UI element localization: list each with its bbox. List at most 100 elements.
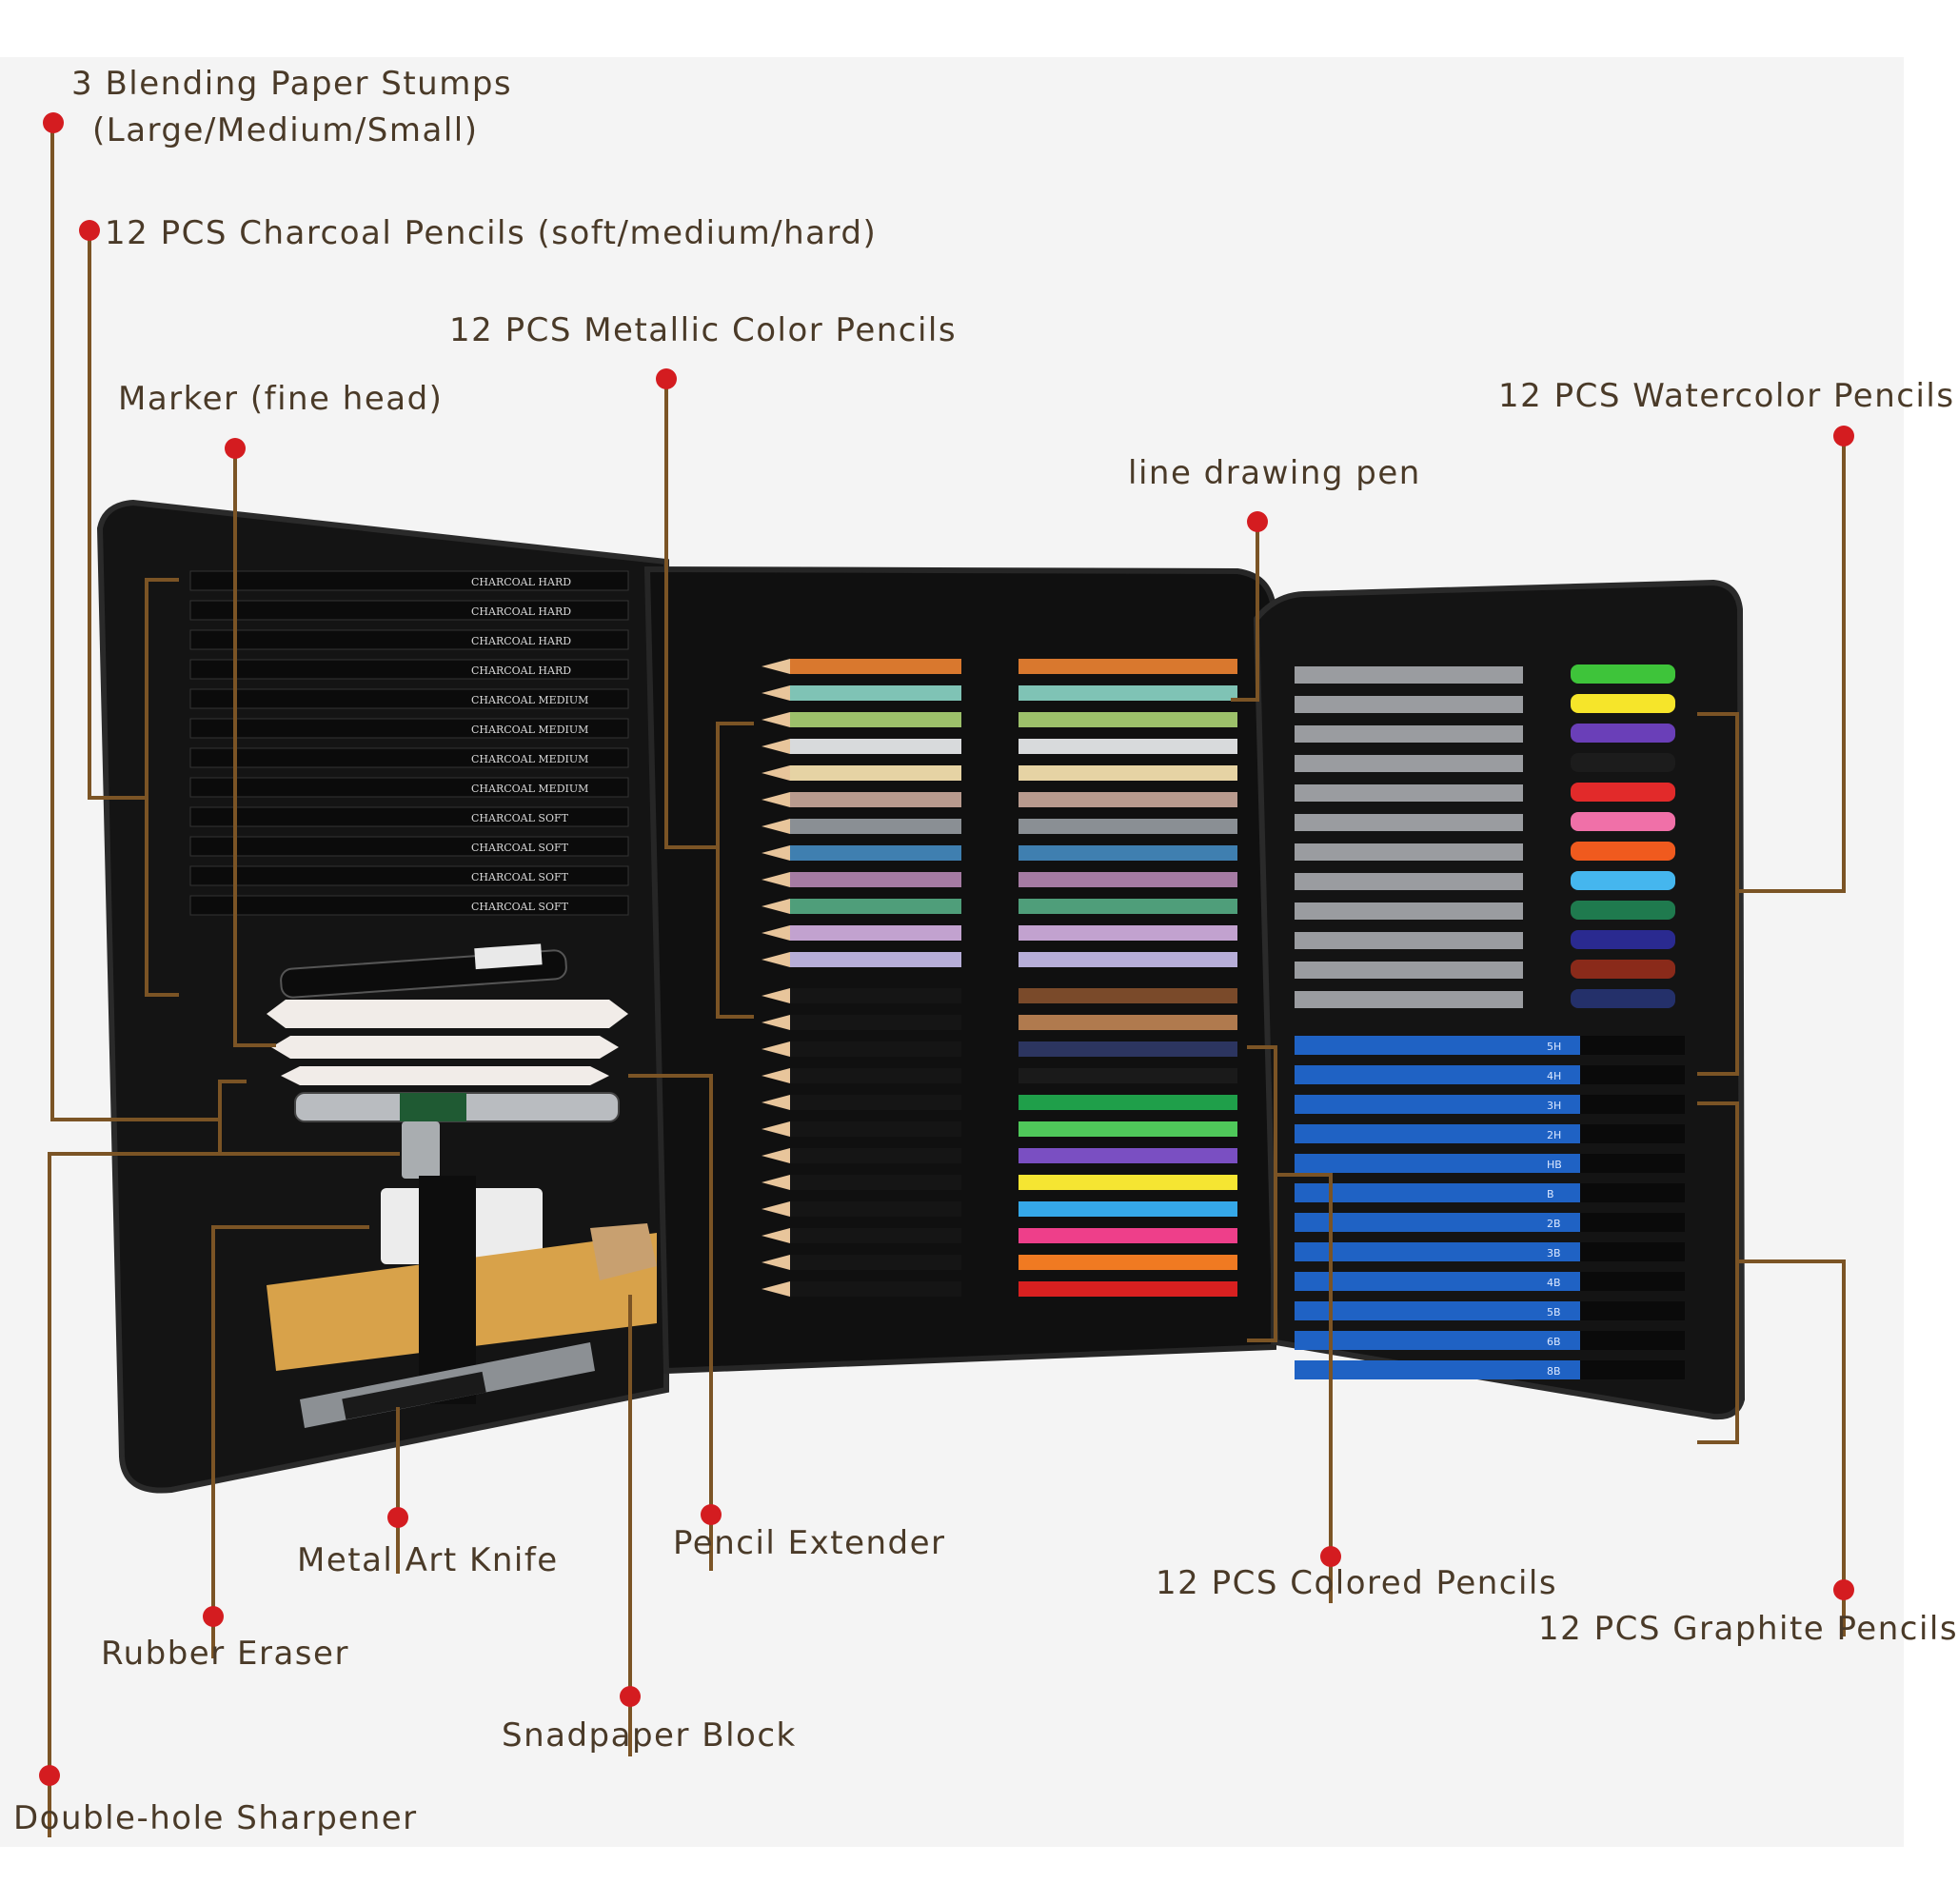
graphite-pencil [1295, 1154, 1580, 1173]
charcoal-pencil [189, 659, 629, 680]
colored-pencils [761, 988, 1237, 1297]
pencil-tip [761, 792, 790, 807]
pencil-body [790, 792, 961, 807]
pencil-body [790, 952, 961, 967]
watercolor-pencil [1295, 725, 1523, 743]
charcoal-pencil-label: CHARCOAL HARD [471, 664, 571, 677]
charcoal-pencil-label: CHARCOAL MEDIUM [471, 783, 588, 795]
callout-watercolor: 12 PCS Watercolor Pencils [1498, 377, 1955, 415]
charcoal-pencil-label: CHARCOAL SOFT [471, 842, 569, 854]
charcoal-pencil-label: CHARCOAL HARD [471, 576, 571, 588]
pencil-body [790, 845, 961, 861]
pencil-body [790, 659, 961, 674]
leader-metallic [664, 378, 668, 849]
graphite-grade-label: 3B [1547, 1247, 1561, 1259]
graphite-grade-label: 4H [1547, 1070, 1561, 1082]
pencil-body [790, 712, 961, 727]
watercolor-pencil-end [1571, 812, 1675, 831]
pencil-end [1019, 1095, 1237, 1110]
graphite-pencil [1295, 1360, 1580, 1379]
pencil-tip [761, 1148, 790, 1163]
graphite-pencil-end [1580, 1301, 1685, 1320]
graphite-pencil [1295, 1272, 1580, 1291]
pencil-tip [761, 819, 790, 834]
graphite-pencil-end [1580, 1154, 1685, 1173]
watercolor-pencil-end [1571, 664, 1675, 684]
pencil-tip [761, 1175, 790, 1190]
pencil-tip [761, 899, 790, 914]
graphite-pencil [1295, 1095, 1580, 1114]
marker-dot-watercolor [1833, 426, 1854, 446]
pencil-tip [761, 925, 790, 941]
charcoal-pencil-label: CHARCOAL SOFT [471, 901, 569, 913]
graphite-pencil-end [1580, 1036, 1685, 1055]
watercolor-pencil-end [1571, 724, 1675, 743]
graphite-grade-label: 5H [1547, 1041, 1561, 1053]
leader-stumps [50, 122, 54, 1121]
pencil-body [790, 1121, 961, 1137]
pencil-end [1019, 1201, 1237, 1217]
sharpener [402, 1121, 440, 1179]
charcoal-pencil [189, 806, 629, 827]
graphite-grade-label: B [1547, 1188, 1554, 1200]
pencil-tip [761, 1068, 790, 1083]
watercolor-pencil [1295, 755, 1523, 772]
callout-line-pen: line drawing pen [1128, 454, 1421, 492]
watercolor-pencil [1295, 873, 1523, 890]
charcoal-pencil [189, 747, 629, 768]
marker-dot-graphite [1833, 1579, 1854, 1600]
charcoal-pencil-label: CHARCOAL HARD [471, 605, 571, 618]
watercolor-pencil-end [1571, 842, 1675, 861]
graphite-pencil-end [1580, 1183, 1685, 1202]
pencil-body [790, 1255, 961, 1270]
pencil-end [1019, 1148, 1237, 1163]
marker-dot-colored [1320, 1546, 1341, 1567]
callout-charcoal: 12 PCS Charcoal Pencils (soft/medium/har… [105, 214, 878, 252]
callout-sandpaper: Snadpaper Block [502, 1716, 797, 1755]
graphite-pencil [1295, 1242, 1580, 1261]
charcoal-pencil-label: CHARCOAL HARD [471, 635, 571, 647]
charcoal-pencil [189, 629, 629, 650]
graphite-pencil-end [1580, 1065, 1685, 1084]
pencil-end [1019, 1281, 1237, 1297]
pencil-end [1019, 765, 1237, 781]
graphite-grade-label: 2B [1547, 1218, 1561, 1230]
blending-stump [267, 1000, 628, 1028]
graphite-grade-label: 4B [1547, 1277, 1561, 1289]
watercolor-pencils [1295, 664, 1675, 1008]
marker-dot-knife [387, 1507, 408, 1528]
pencil-end [1019, 1068, 1237, 1083]
pencil-end [1019, 1015, 1237, 1030]
graphite-grade-label: 6B [1547, 1336, 1561, 1348]
graphite-pencil [1295, 1213, 1580, 1232]
pencil-tip [761, 1255, 790, 1270]
charcoal-pencil-label: CHARCOAL SOFT [471, 871, 569, 883]
pencil-body [790, 819, 961, 834]
pencil-tip [761, 712, 790, 727]
pencil-body [790, 988, 961, 1003]
pencil-body [790, 1041, 961, 1057]
pencil-case-illustration: CHARCOAL HARD CHARCOAL HARD CHARCOAL HARD C… [96, 499, 1746, 1494]
marker-dot-stumps [43, 112, 64, 133]
pencil-tip [761, 739, 790, 754]
watercolor-pencil [1295, 962, 1523, 979]
pencil-end [1019, 1175, 1237, 1190]
pencil-end [1019, 845, 1237, 861]
marker-dot-sandpaper [620, 1686, 641, 1707]
graphite-pencil-end [1580, 1242, 1685, 1261]
charcoal-pencils: CHARCOAL HARD CHARCOAL HARD CHARCOAL HARD C… [189, 570, 629, 916]
leader-graphite [1842, 1259, 1846, 1636]
graphite-grade-label: 3H [1547, 1100, 1561, 1112]
pencil-tip [761, 1095, 790, 1110]
callout-graphite: 12 PCS Graphite Pencils [1538, 1610, 1958, 1648]
watercolor-pencil-end [1571, 901, 1675, 920]
graphite-pencil-end [1580, 1095, 1685, 1114]
graphite-pencil-end [1580, 1272, 1685, 1291]
watercolor-pencil [1295, 696, 1523, 713]
charcoal-pencil [189, 688, 629, 709]
watercolor-pencil-end [1571, 871, 1675, 890]
callout-metallic: 12 PCS Metallic Color Pencils [449, 311, 958, 349]
graphite-pencil [1295, 1301, 1580, 1320]
pencil-tip [761, 685, 790, 701]
leader-sandpaper [628, 1295, 632, 1756]
